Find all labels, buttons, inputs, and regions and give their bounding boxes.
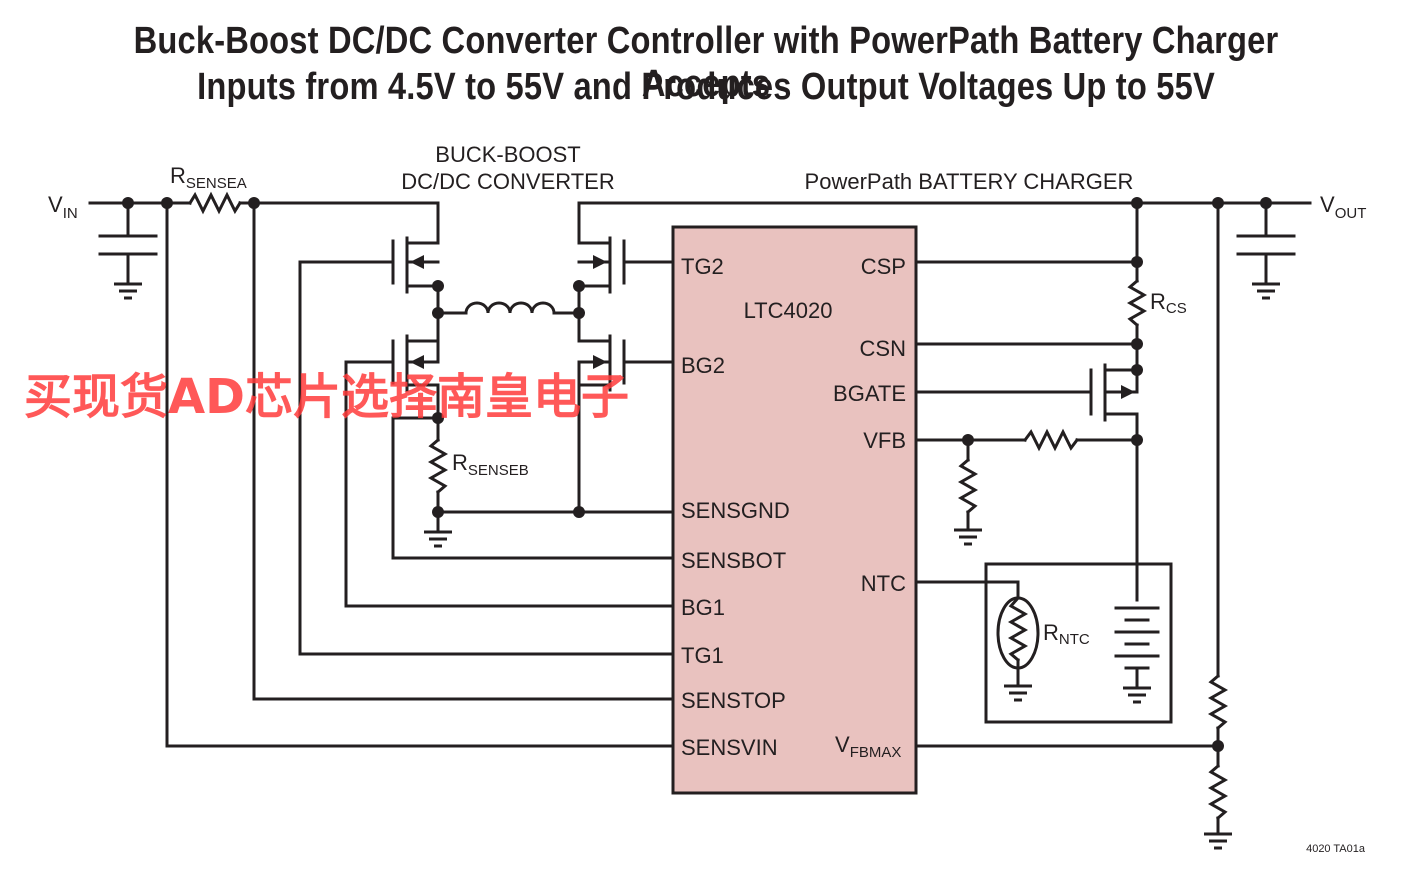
pin-ntc: NTC [861,571,906,596]
buck-boost-label-line-1: BUCK-BOOST [435,142,580,167]
rsensea-resistor [187,191,243,215]
pin-sensgnd: SENSGND [681,498,790,523]
vout-label: VOUT [1320,192,1366,222]
vin-label: VIN [48,192,78,222]
inductor [464,301,556,315]
rcs-resistor [1126,278,1148,328]
rcs-label: RCS [1150,289,1187,317]
pin-bgate: BGATE [833,381,906,406]
pin-tg2: TG2 [681,254,724,279]
pin-senstop: SENSTOP [681,688,786,713]
chip-name: LTC4020 [744,298,833,323]
ltc4020-chip [671,225,918,795]
pin-vfbmax: VFBMAX [835,732,901,761]
vfb-resistor-top [1022,428,1080,452]
watermark-text: 买现货AD芯片选择南皇电子 [24,369,629,425]
pin-sensvin: SENSVIN [681,735,778,760]
vfb-resistor-bottom [957,457,979,515]
rsenseb-resistor [427,437,449,495]
pin-tg1: TG1 [681,643,724,668]
rsenseb-label: RSENSEB [452,450,529,479]
figure-id: 4020 TA01a [1306,843,1366,855]
pin-vfb: VFB [863,428,906,453]
rntc-label: RNTC [1043,620,1090,648]
pin-csp: CSP [861,254,906,279]
pin-bg2: BG2 [681,353,725,378]
pin-sensbot: SENSBOT [681,548,786,573]
figure-title-line-2: Inputs from 4.5V to 55V and Produces Out… [197,66,1215,108]
powerpath-label: PowerPath BATTERY CHARGER [805,169,1134,194]
vfbmax-resistor-top [1207,673,1229,731]
battery-pack-box [984,562,1173,724]
buck-boost-label-line-2: DC/DC CONVERTER [401,169,615,194]
pin-bg1: BG1 [681,595,725,620]
pin-csn: CSN [860,336,906,361]
vfbmax-resistor-bottom [1207,763,1229,821]
rsensea-label: RSENSEA [170,163,247,192]
figure-title-line-1: Buck-Boost DC/DC Converter Controller wi… [133,20,1279,105]
